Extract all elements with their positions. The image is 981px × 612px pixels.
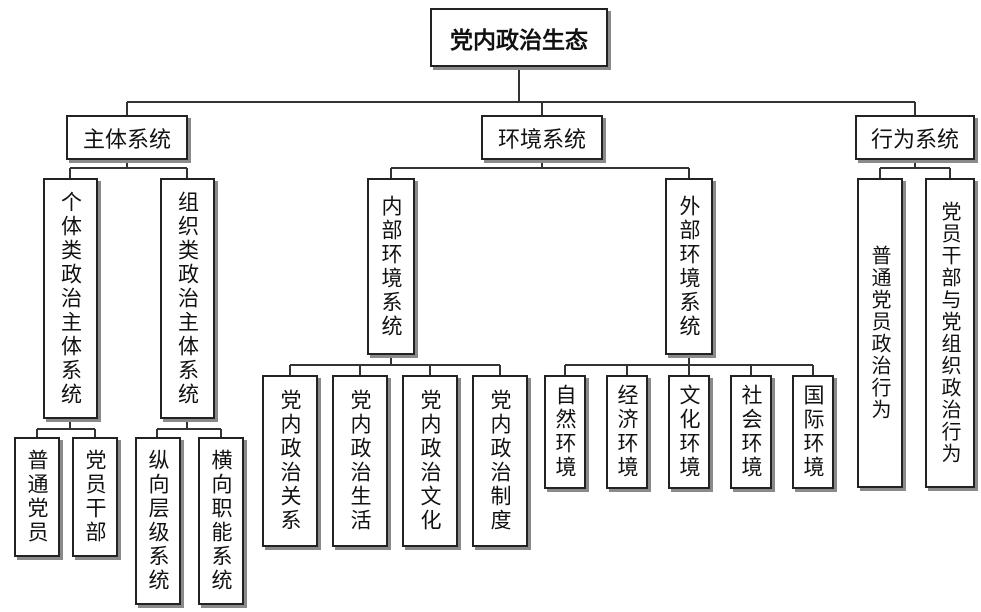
- internal-child-3: 党内政治制度: [472, 375, 528, 547]
- organization-child-1: 横向职能系统: [198, 437, 244, 605]
- external-child-3: 社会环境: [730, 375, 772, 489]
- external-child-1: 经济环境: [606, 375, 648, 489]
- subject-system-node: 主体系统: [66, 115, 188, 160]
- root-node: 党内政治生态: [430, 8, 608, 67]
- internal-child-2: 党内政治文化: [402, 375, 458, 547]
- individual-subject-node: 个体类政治主体系统: [43, 178, 98, 419]
- individual-child-1: 党员干部: [72, 437, 118, 557]
- behavior-system-node: 行为系统: [855, 115, 975, 160]
- external-child-2: 文化环境: [668, 375, 710, 489]
- organization-child-0: 纵向层级系统: [135, 437, 181, 605]
- internal-environment-node: 内部环境系统: [367, 178, 415, 355]
- internal-child-1: 党内政治生活: [332, 375, 388, 547]
- environment-system-node: 环境系统: [481, 115, 603, 160]
- behavior-child-1: 党员干部与党组织政治行为: [925, 178, 975, 488]
- behavior-child-0: 普通党员政治行为: [857, 178, 903, 488]
- external-environment-node: 外部环境系统: [665, 178, 713, 355]
- internal-child-0: 党内政治关系: [262, 375, 318, 547]
- individual-child-0: 普通党员: [14, 437, 60, 557]
- external-child-0: 自然环境: [544, 375, 586, 489]
- organization-subject-node: 组织类政治主体系统: [160, 178, 215, 419]
- external-child-4: 国际环境: [792, 375, 834, 489]
